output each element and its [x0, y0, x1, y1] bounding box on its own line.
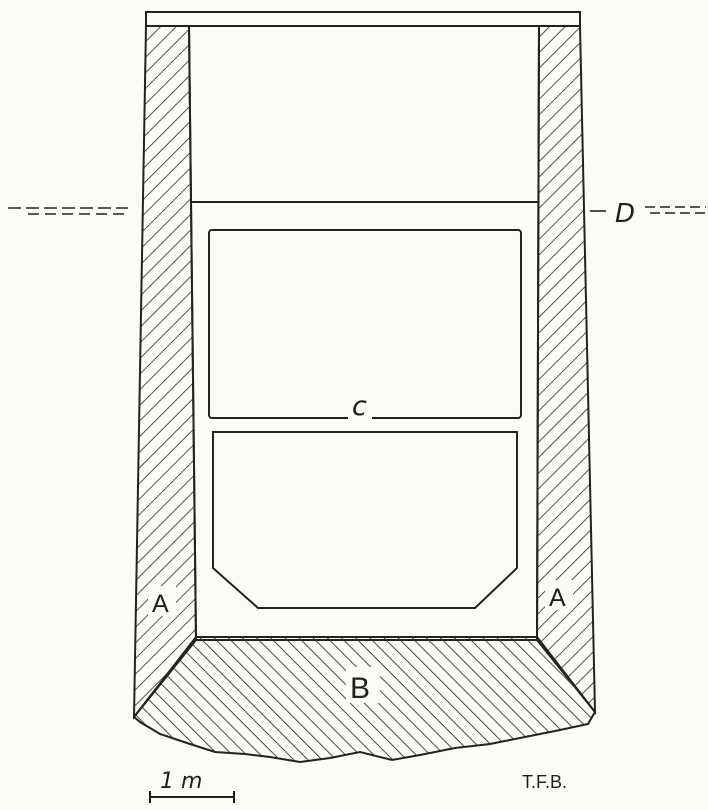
- label-a-right: A: [549, 584, 566, 612]
- scale-bar-label: 1 m: [160, 769, 202, 794]
- author-signature: T.F.B.: [522, 772, 567, 792]
- scale-bar: [149, 791, 235, 803]
- water-level-left: [8, 207, 128, 215]
- label-bg-b: [346, 667, 380, 703]
- label-b-foundation: B: [350, 672, 370, 705]
- inner-shaft-outline: [188, 25, 540, 641]
- caisson-lower-chamber: [212, 431, 518, 609]
- label-a-left: A: [152, 590, 169, 618]
- label-d-water-level: D: [615, 199, 635, 229]
- water-level-right: [590, 206, 706, 214]
- caisson-upper-chamber: [208, 229, 522, 419]
- label-bg-a-right: [545, 580, 573, 610]
- label-bg-a-left: [148, 586, 176, 616]
- top-cap: [145, 11, 581, 27]
- label-bg-c: [348, 393, 372, 419]
- label-c-caisson: c: [352, 391, 367, 422]
